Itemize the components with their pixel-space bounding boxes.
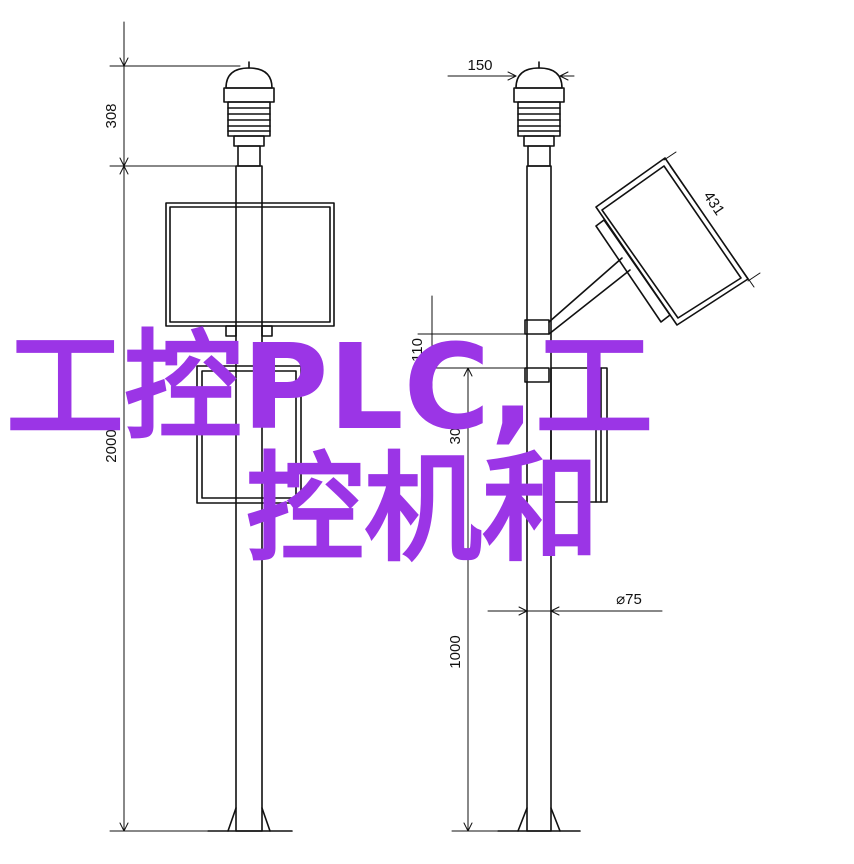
dim-right-top-width: 150: [467, 57, 492, 74]
left-display-panel: [165, 202, 335, 327]
dim-left-top-height: 308: [103, 103, 120, 128]
dim-pole-diameter: ⌀75: [616, 591, 642, 608]
left-dimensions: [109, 21, 241, 832]
right-bracket-lower: [524, 367, 550, 383]
left-control-box: [196, 365, 302, 504]
left-clamp: [225, 325, 237, 337]
dim-box-offset: 300: [447, 419, 464, 444]
right-station: [497, 61, 749, 832]
left-base-flare: [227, 807, 271, 832]
right-dimensions: [417, 71, 761, 832]
overlay-title-line-2: 控机和: [246, 440, 601, 578]
dim-lower-height: 1000: [447, 635, 464, 668]
left-station: [165, 61, 335, 832]
dim-left-total-height: 2000: [103, 429, 120, 462]
dim-bracket-gap: 110: [409, 338, 426, 362]
right-panel-arm: [548, 257, 623, 323]
overlay-title-line-1: 工控PLC,工: [6, 318, 654, 456]
right-sensor-dome: [515, 67, 563, 89]
right-bracket-upper: [524, 319, 550, 335]
right-base-flare: [517, 807, 561, 832]
right-control-box: [550, 367, 608, 503]
left-sensor-dome: [225, 67, 273, 89]
